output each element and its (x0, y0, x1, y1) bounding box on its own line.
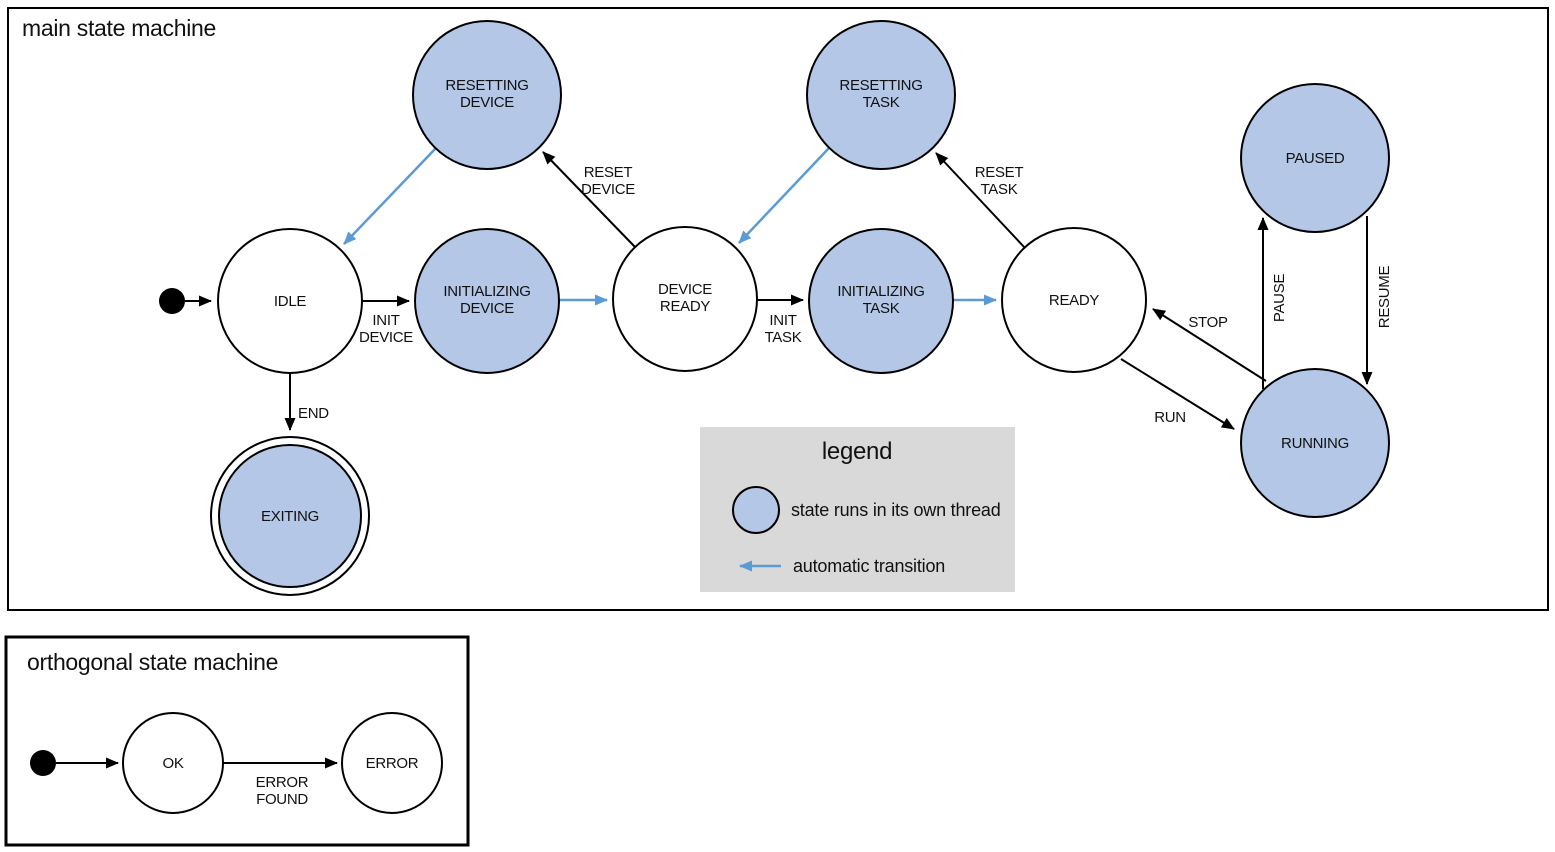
transition-reset-task (935, 152, 1026, 249)
state-error (341, 712, 443, 814)
transition-auto-resetting-device-to-idle (343, 147, 437, 245)
state-ready-label: READY (1049, 292, 1099, 309)
state-error-label: ERROR (366, 755, 419, 772)
state-resetting-task-label-line1: RESETTING (839, 77, 922, 94)
state-device-ready-label-line2: READY (660, 298, 710, 315)
state-device-ready (612, 226, 758, 372)
state-idle-label: IDLE (274, 293, 306, 310)
main-title: main state machine (22, 15, 216, 41)
state-initializing-task-label-line1: INITIALIZING (837, 283, 924, 300)
edge-label-pause: PAUSE (1271, 274, 1288, 323)
state-resetting-task-label-line2: TASK (863, 94, 900, 111)
legend-auto-label: automatic transition (793, 556, 945, 576)
state-running-label: RUNNING (1281, 435, 1349, 452)
orthogonal-title: orthogonal state machine (27, 649, 278, 675)
edge-label-reset-device-line1: RESET (584, 164, 633, 181)
state-paused-label: PAUSED (1286, 150, 1345, 167)
legend-thread-state-icon (732, 486, 780, 534)
state-ready (1001, 227, 1147, 373)
state-initializing-device-label-line1: INITIALIZING (443, 283, 530, 300)
state-initializing-task (808, 228, 954, 374)
state-ok-label: OK (162, 755, 183, 772)
transition-run (1120, 358, 1235, 430)
state-exiting (218, 444, 362, 588)
main-initial-state-dot (159, 288, 185, 314)
state-resetting-task (806, 20, 956, 170)
legend-title: legend (822, 438, 892, 465)
state-initializing-device-label-line2: DEVICE (460, 300, 514, 317)
state-ok (122, 712, 224, 814)
transition-stop (1152, 308, 1267, 382)
edge-label-end: END (298, 405, 329, 422)
state-resetting-device (412, 20, 562, 170)
state-device-ready-label-line1: DEVICE (658, 281, 712, 298)
state-paused (1240, 83, 1390, 233)
edge-label-resume: RESUME (1376, 266, 1393, 329)
state-running (1240, 368, 1390, 518)
state-idle (217, 228, 363, 374)
state-initializing-device (414, 228, 560, 374)
state-initializing-task-label-line2: TASK (863, 300, 900, 317)
transition-auto-resetting-task-to-device-ready (738, 147, 830, 244)
transition-reset-device (542, 151, 636, 248)
edge-label-error-found-line2: FOUND (256, 791, 308, 808)
orthogonal-initial-state-dot (30, 750, 56, 776)
edge-label-error-found-line1: ERROR (256, 774, 309, 791)
state-resetting-device-label-line1: RESETTING (445, 77, 528, 94)
state-exiting-label: EXITING (261, 508, 319, 525)
edge-label-reset-device-line2: DEVICE (581, 181, 635, 198)
edge-label-init-task-line2: TASK (765, 329, 802, 346)
edge-label-reset-task-line1: RESET (975, 164, 1024, 181)
legend-thread-label: state runs in its own thread (791, 500, 1001, 520)
edge-label-init-device-line1: INIT (372, 312, 399, 329)
edge-label-run: RUN (1154, 409, 1186, 426)
state-resetting-device-label-line2: DEVICE (460, 94, 514, 111)
edge-label-init-device-line2: DEVICE (359, 329, 413, 346)
edge-label-stop: STOP (1188, 314, 1228, 331)
edge-label-reset-task-line2: TASK (981, 181, 1018, 198)
edge-label-init-task-line1: INIT (769, 312, 796, 329)
